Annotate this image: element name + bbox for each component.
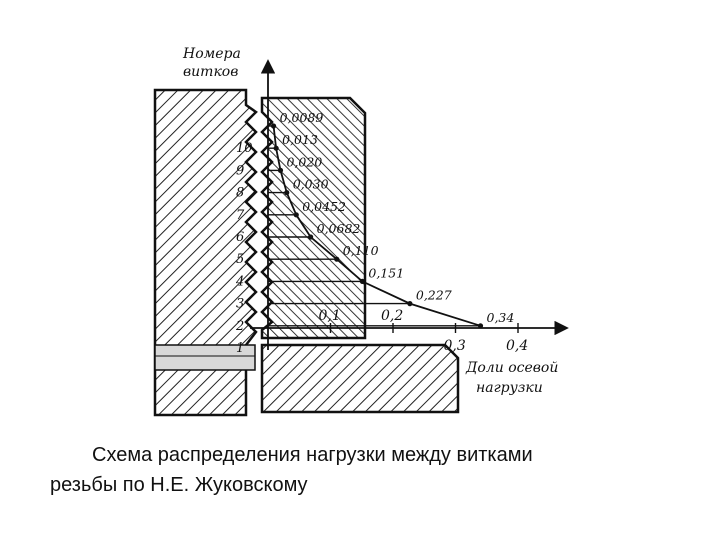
y-axis-title-line2: витков [183, 64, 238, 80]
curve-point [359, 278, 365, 284]
turn-number: 8 [236, 186, 244, 201]
bolt-base-band [154, 344, 256, 371]
support-plate [260, 343, 460, 414]
curve-point [293, 212, 299, 218]
load-value-label: 0,0089 [280, 110, 324, 125]
figure-caption: Схема распределения нагрузки между витка… [50, 440, 670, 500]
load-value-label: 0,34 [487, 310, 515, 325]
caption-line-1: Схема распределения нагрузки между витка… [92, 444, 533, 466]
turn-number: 2 [235, 319, 244, 334]
turn-labels: 120,3430,22740,15150,11060,068270,045280… [235, 110, 514, 356]
curve-point [334, 256, 340, 262]
curve-point [407, 301, 413, 307]
turn-number: 7 [236, 208, 245, 223]
curve-point [308, 234, 314, 240]
turn-number: 4 [235, 274, 244, 289]
bolt-body [153, 88, 258, 417]
x-tick-label: 0,1 [319, 308, 341, 324]
load-value-label: 0,0682 [317, 221, 361, 236]
curve-point [270, 123, 277, 129]
load-value-label: 0,013 [282, 132, 318, 147]
load-value-label: 0,0452 [302, 199, 346, 214]
load-value-label: 0,020 [287, 154, 323, 169]
turn-number: 5 [236, 252, 244, 267]
x-axis-title-line1: Доли осевой [465, 360, 558, 376]
curve-point [477, 323, 484, 329]
nut-body [260, 96, 367, 340]
load-value-label: 0,227 [416, 288, 452, 303]
y-axis-title-line1: Номера [182, 46, 241, 62]
distribution-curve [270, 123, 484, 329]
load-value-label: 0,110 [343, 243, 379, 258]
turn-number: 6 [236, 230, 244, 245]
caption-line-2: резьбы по Н.Е. Жуковскому [50, 474, 308, 496]
curve-line [272, 125, 481, 327]
load-value-label: 0,030 [293, 177, 329, 192]
turn-number: 3 [236, 297, 244, 312]
load-lines [268, 125, 481, 327]
x-tick-label: 0,2 [381, 308, 403, 324]
turn-number: 9 [236, 163, 244, 178]
x-tick-labels: 0,1 0,2 0,3 0,4 [319, 308, 529, 354]
x-tick-label: 0,4 [506, 338, 528, 354]
curve-point [273, 145, 279, 151]
curve-point [284, 190, 290, 196]
turn-number: 1 [236, 341, 244, 356]
x-axis-title-line2: нагрузки [476, 380, 543, 396]
x-tick-label: 0,3 [444, 338, 466, 354]
curve-point [277, 167, 284, 173]
turn-number: 10 [236, 141, 253, 156]
load-value-label: 0,151 [368, 265, 404, 280]
